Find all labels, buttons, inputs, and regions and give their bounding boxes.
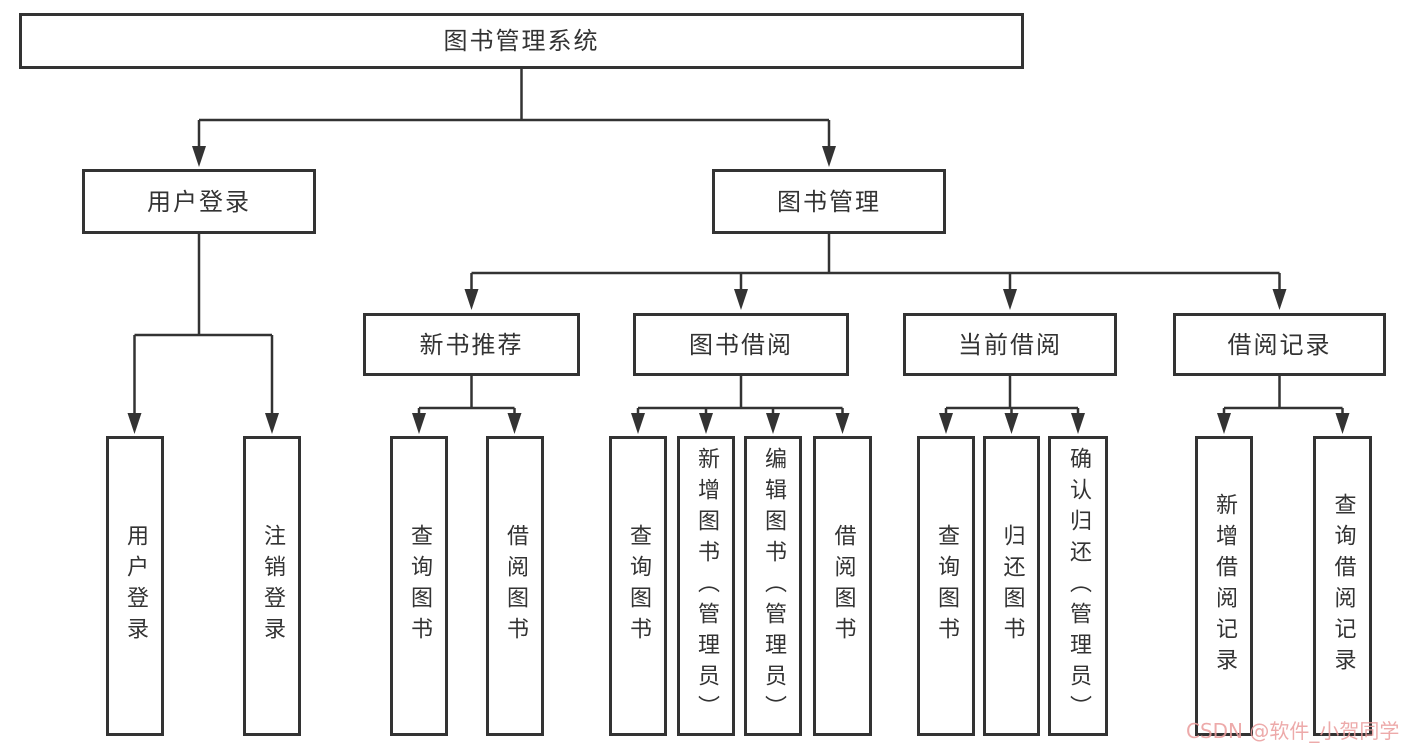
leaf-query-books-current: 查询图书 (917, 436, 975, 736)
arrow-down-icon (507, 413, 522, 434)
arrow-down-icon (192, 146, 206, 167)
node-library-management-system: 图书管理系统 (19, 13, 1024, 69)
connector-book-management-to-level3 (464, 234, 1287, 310)
leaf-user-login: 用户登录 (106, 436, 164, 736)
leaf-borrow-books: 借阅图书 (813, 436, 872, 736)
arrow-down-icon (265, 413, 279, 434)
arrow-down-icon (835, 413, 850, 434)
leaf-query-borrow-record: 查询借阅记录 (1313, 436, 1372, 736)
arrow-down-icon (939, 413, 953, 434)
connector-user-login-to-leaves (127, 234, 279, 434)
arrow-down-icon (699, 413, 713, 434)
arrow-down-icon (766, 413, 780, 434)
arrow-down-icon (822, 146, 836, 167)
node-new-book-recommendation: 新书推荐 (363, 313, 580, 376)
arrow-down-icon (464, 289, 479, 310)
arrow-down-icon (1003, 289, 1017, 310)
node-current-borrowing: 当前借阅 (903, 313, 1117, 376)
connector-root-to-level2 (192, 69, 836, 167)
leaf-borrow-books-new: 借阅图书 (486, 436, 544, 736)
arrow-down-icon (631, 413, 645, 434)
arrow-down-icon (1335, 413, 1350, 434)
watermark: CSDN @软件_小贺同学 (1186, 719, 1400, 743)
arrow-down-icon (1071, 413, 1085, 434)
node-book-borrowing: 图书借阅 (633, 313, 849, 376)
arrow-down-icon (1217, 413, 1231, 434)
connector-borrow-record-to-leaves (1217, 376, 1350, 434)
arrow-down-icon (1272, 289, 1287, 310)
arrow-down-icon (734, 289, 748, 310)
leaf-edit-books-admin: 编辑图书（管理员） (744, 436, 802, 736)
arrow-down-icon (412, 413, 426, 434)
leaf-add-borrow-record: 新增借阅记录 (1195, 436, 1253, 736)
leaf-query-books-borrow: 查询图书 (609, 436, 667, 736)
leaf-add-books-admin: 新增图书（管理员） (677, 436, 735, 736)
arrow-down-icon (1004, 413, 1019, 434)
node-book-management: 图书管理 (712, 169, 946, 234)
leaf-query-books-new: 查询图书 (390, 436, 448, 736)
node-borrowing-records: 借阅记录 (1173, 313, 1386, 376)
arrow-down-icon (127, 413, 142, 434)
leaf-logout: 注销登录 (243, 436, 301, 736)
connector-new-book-to-leaves (412, 376, 522, 434)
leaf-return-books: 归还图书 (983, 436, 1040, 736)
connector-book-borrow-to-leaves (631, 376, 850, 434)
node-user-login: 用户登录 (82, 169, 316, 234)
connector-current-borrow-to-leaves (939, 376, 1085, 434)
leaf-confirm-return-admin: 确认归还（管理员） (1048, 436, 1108, 736)
